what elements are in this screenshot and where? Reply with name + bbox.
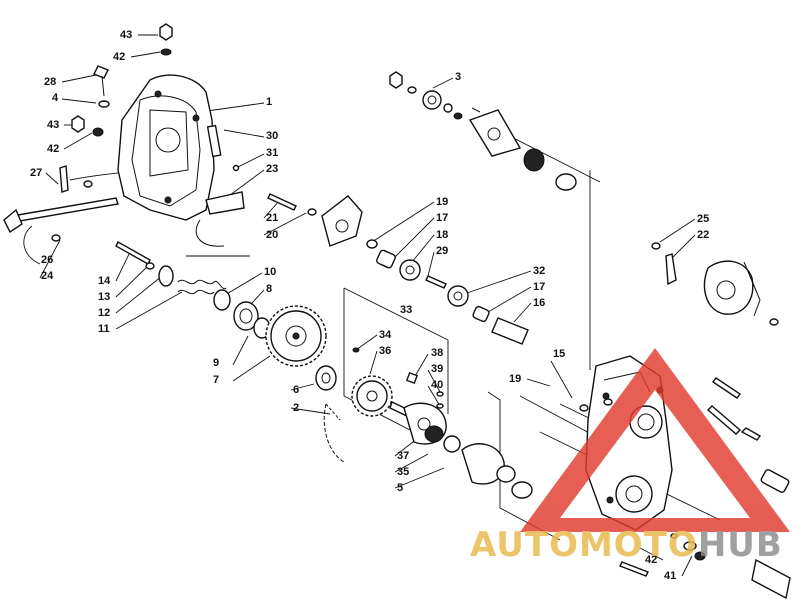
callout-c27: 27 (30, 167, 42, 179)
watermark-text-hub: HUB (698, 525, 783, 565)
callout-c43a: 43 (120, 29, 132, 41)
callout-c42a: 42 (113, 51, 125, 63)
callout-c8: 8 (266, 283, 272, 295)
callout-c4: 4 (52, 92, 59, 104)
callout-c36: 36 (379, 345, 391, 357)
callout-c1: 1 (266, 96, 272, 108)
bolt-21 (267, 193, 317, 216)
callout-c23: 23 (266, 163, 278, 175)
callout-c38: 38 (431, 347, 443, 359)
callout-c31: 31 (266, 147, 278, 159)
callout-c6: 6 (293, 384, 299, 396)
callout-c25: 25 (697, 213, 709, 225)
callout-c2: 2 (293, 402, 299, 414)
callout-c16: 16 (533, 297, 545, 309)
callout-c15: 15 (553, 348, 565, 360)
callout-c3: 3 (455, 71, 461, 83)
drive-cover (117, 74, 225, 247)
seals-35-5 (424, 425, 533, 499)
callout-c14: 14 (98, 275, 111, 287)
watermark-text-automoto: AUTOMOTO (470, 525, 698, 565)
callout-c5: 5 (397, 482, 403, 494)
callout-c29: 29 (436, 245, 448, 257)
callout-c26: 26 (41, 254, 53, 266)
callout-c22: 22 (697, 229, 709, 241)
shift-shaft (3, 197, 119, 242)
watermark-wordmark: AUTOMOTOHUB (470, 525, 783, 565)
callout-c28: 28 (44, 76, 56, 88)
callout-c42b: 42 (47, 143, 59, 155)
callout-c35: 35 (397, 466, 409, 478)
callout-c12: 12 (98, 307, 110, 319)
tensioner-bracket (321, 195, 363, 247)
callout-c17a: 17 (436, 212, 448, 224)
callout-c21: 21 (266, 212, 278, 224)
callout-c37: 37 (397, 450, 409, 462)
callout-c41: 41 (664, 570, 676, 582)
callout-c42c: 42 (645, 554, 657, 566)
callout-c7: 7 (213, 374, 219, 386)
callout-c39: 39 (431, 363, 443, 375)
tensioner-22 (651, 242, 779, 326)
callout-c20: 20 (266, 229, 278, 241)
callout-c24: 24 (41, 270, 54, 282)
callout-c19b: 19 (509, 373, 521, 385)
callout-c9: 9 (213, 357, 219, 369)
callout-c11: 11 (98, 323, 110, 335)
cover-hardware (59, 23, 245, 215)
callout-c32: 32 (533, 265, 545, 277)
watermark-triangle (520, 348, 790, 532)
callout-c13: 13 (98, 291, 110, 303)
gearcase-bolts (619, 377, 791, 600)
callout-c18: 18 (436, 229, 448, 241)
watermark-logo: AUTOMOTOHUB (470, 348, 790, 565)
callout-c43b: 43 (47, 119, 59, 131)
leader-lines (23, 34, 721, 577)
upper-sprocket-assembly (389, 71, 577, 191)
callout-c40: 40 (431, 379, 443, 391)
callout-c19a: 19 (436, 196, 448, 208)
callout-c33: 33 (400, 304, 412, 316)
drive-chain-2 (323, 403, 345, 463)
callout-c30: 30 (266, 130, 278, 142)
callout-c10: 10 (264, 266, 276, 278)
callout-c34: 34 (379, 329, 392, 341)
large-gear-7 (265, 305, 327, 367)
middle-shaft-assembly (366, 239, 529, 345)
callout-c17b: 17 (533, 281, 545, 293)
drive-sprocket-6 (315, 365, 337, 391)
